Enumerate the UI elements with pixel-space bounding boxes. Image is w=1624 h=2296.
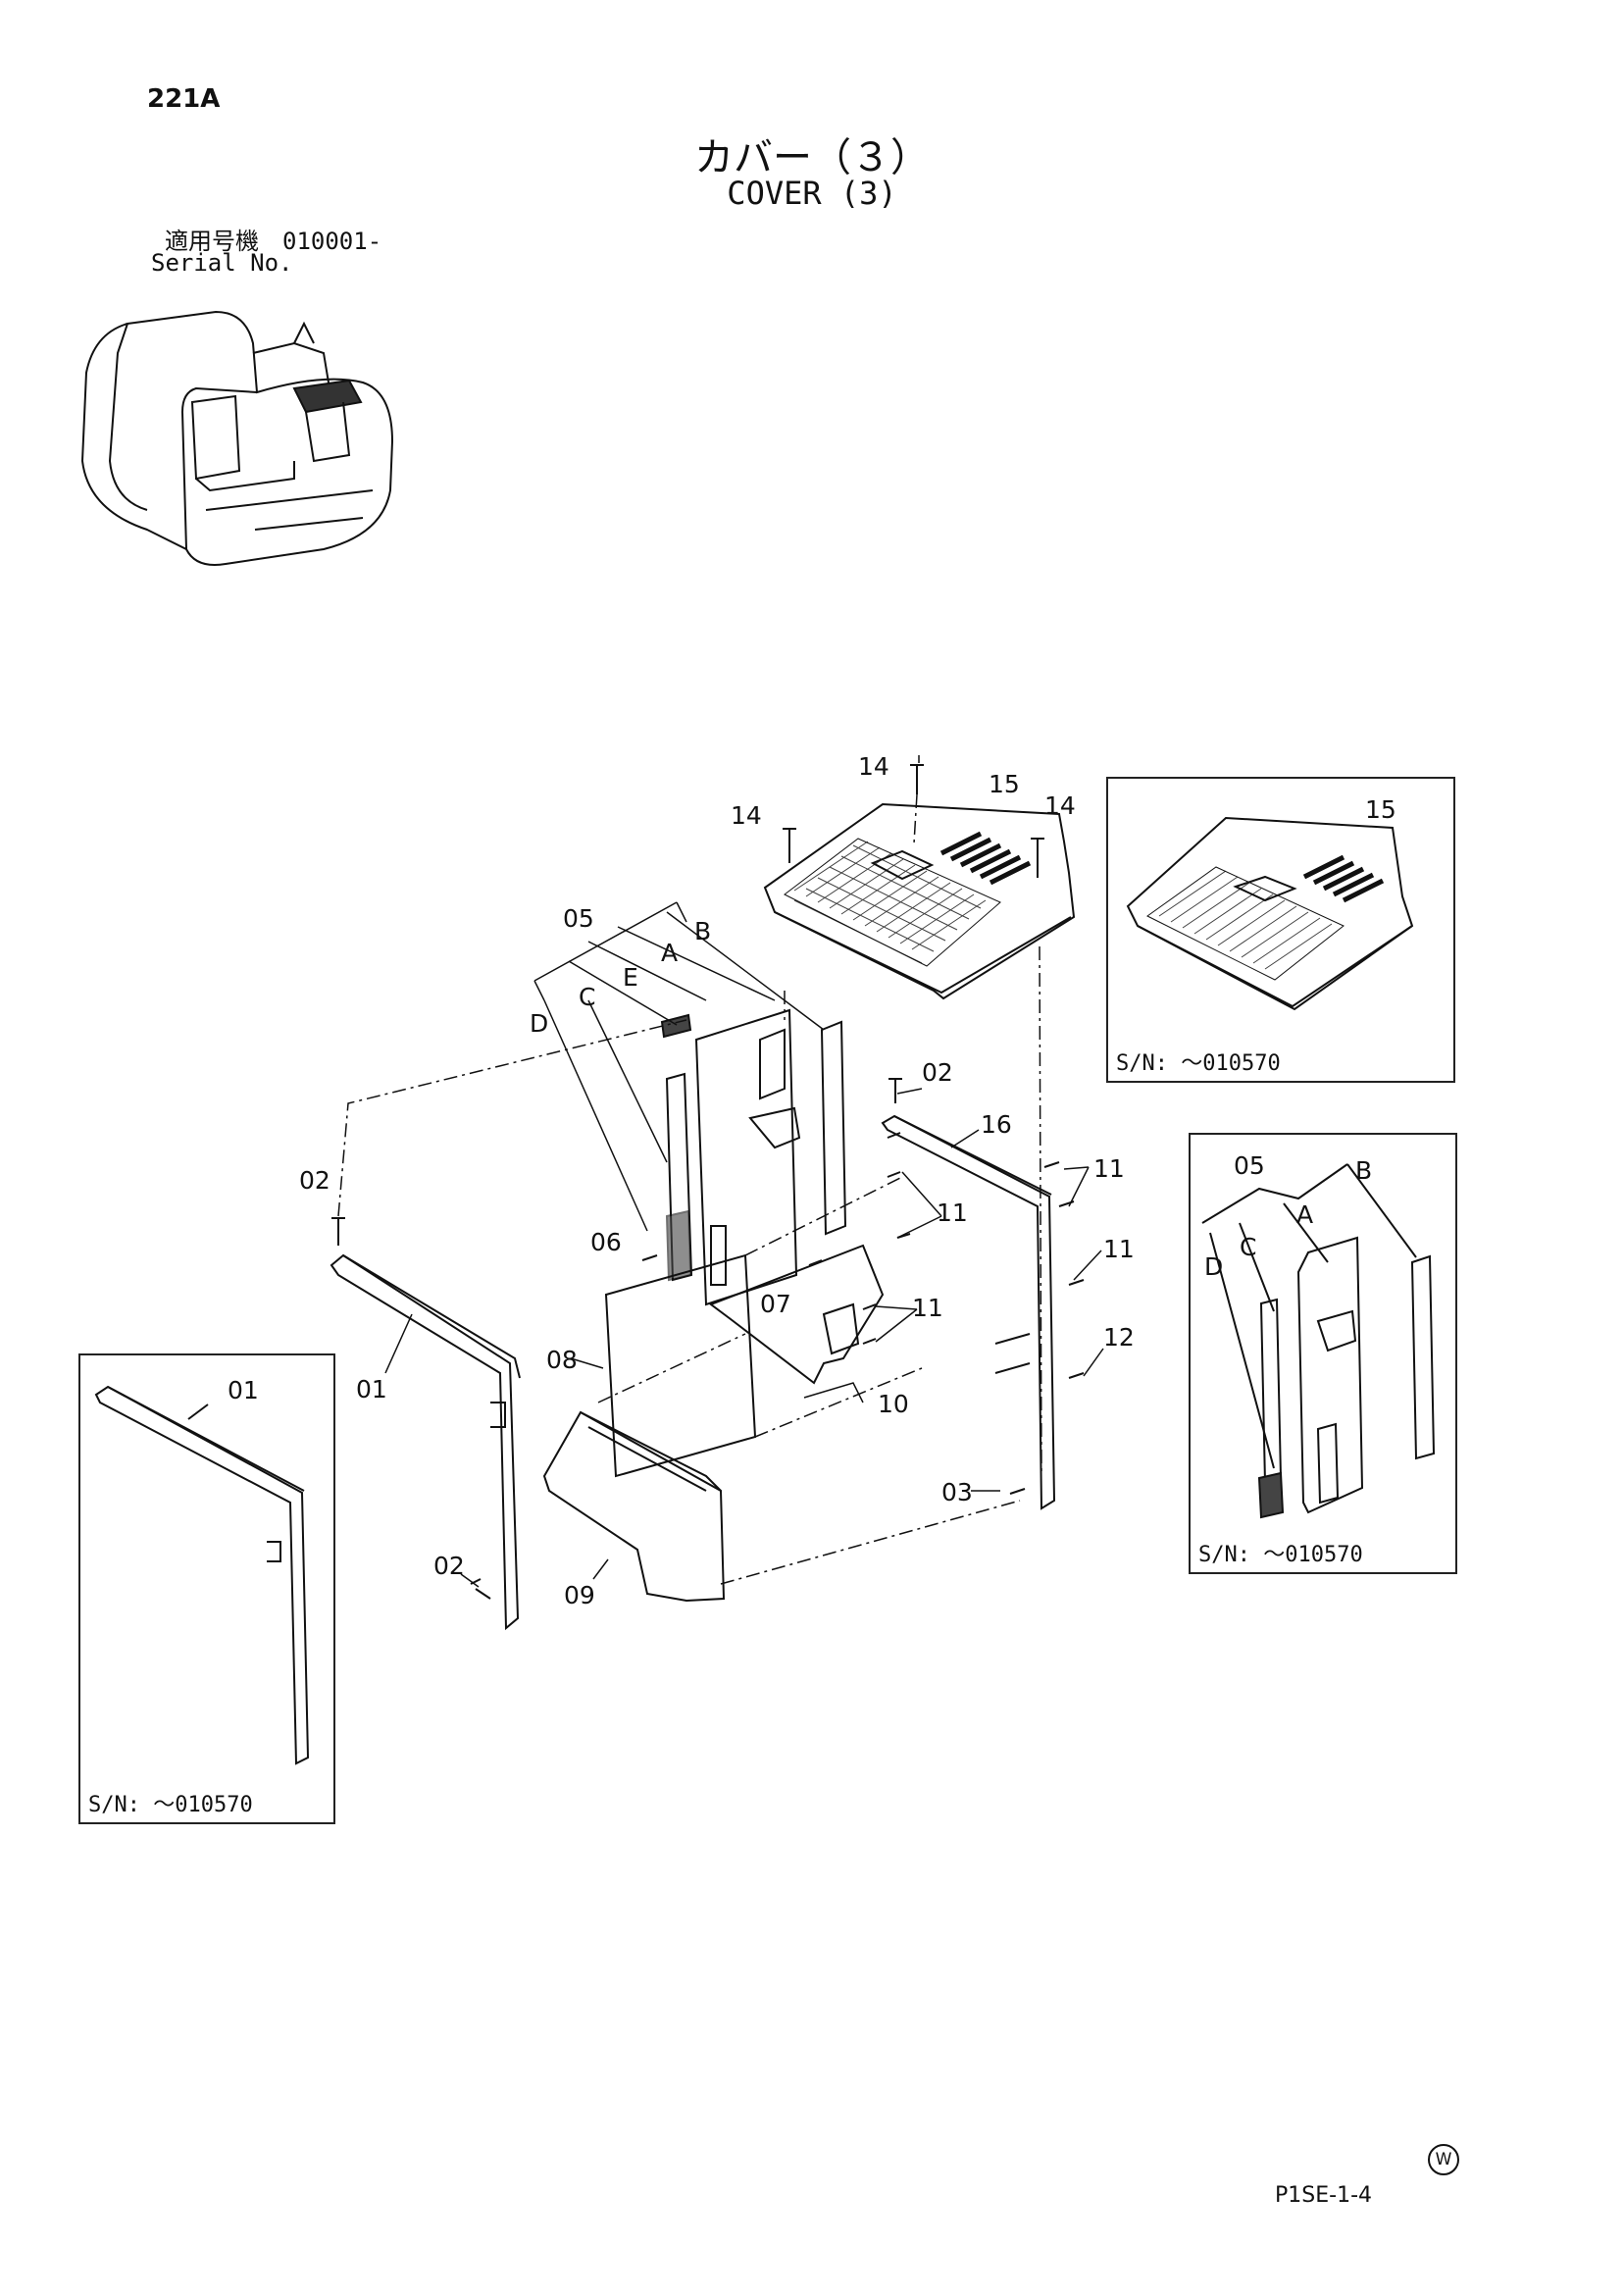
callout-leaders (384, 755, 1104, 1588)
inset-frame-drawing: 01 (94, 1376, 310, 1765)
callout-10: 10 (878, 1390, 909, 1418)
document-code: P1SE-1-4 (1275, 2183, 1372, 2208)
inset-callout-15: 15 (1365, 795, 1396, 824)
fastener-bolts (331, 1078, 1085, 1600)
page-title-japanese: カバー（３） (694, 135, 930, 180)
callout-14-top: 14 (858, 752, 889, 781)
callout-a: A (661, 939, 678, 967)
serial-range-japanese: 適用号機 010001- (165, 228, 382, 255)
callout-d: D (530, 1009, 548, 1038)
part-10-bracket (708, 1244, 885, 1385)
callout-16: 16 (981, 1110, 1012, 1139)
callout-labels: 14 14 14 15 05 A B C D E 02 02 02 16 11 … (299, 752, 1135, 1609)
callout-09: 09 (564, 1581, 595, 1609)
part-08-plate (604, 1253, 757, 1478)
callout-03: 03 (941, 1478, 973, 1506)
callout-c: C (579, 983, 595, 1011)
inset-top-cover: 15 S/N: ～010570 (1106, 777, 1455, 1083)
callout-15: 15 (989, 770, 1020, 798)
inset-frame-serial: S/N: ～010570 (88, 1793, 253, 1817)
part-15-top-cover (763, 802, 1076, 1000)
part-16-rear-frame (881, 1114, 1056, 1510)
alignment-lines (337, 793, 1042, 1585)
inset-bracket-drawing: 05 A B C D (1201, 1151, 1436, 1519)
inset-callout-b: B (1355, 1156, 1372, 1185)
callout-02-left: 02 (299, 1166, 330, 1195)
callout-02-bottom: 02 (433, 1552, 465, 1580)
callout-11-b: 11 (937, 1199, 968, 1227)
callout-b: B (694, 917, 711, 945)
page-title-english: COVER (3) (727, 175, 897, 212)
serial-label-english: Serial No. (151, 249, 293, 277)
callout-11-d: 11 (912, 1294, 943, 1322)
inset-callout-c: C (1240, 1233, 1256, 1261)
callout-01: 01 (356, 1375, 387, 1403)
callout-12: 12 (1103, 1323, 1135, 1352)
part-09-lower-cover (542, 1410, 726, 1603)
page-number: 221A (147, 84, 221, 114)
callout-02-center: 02 (922, 1058, 953, 1087)
callout-14-right: 14 (1044, 791, 1076, 820)
inset-support-frame: 01 S/N: ～010570 (78, 1353, 335, 1824)
callout-06: 06 (590, 1228, 622, 1256)
inset-callout-d: D (1204, 1252, 1223, 1281)
inset-top-cover-drawing: 15 (1126, 795, 1414, 1011)
callout-14-left: 14 (731, 801, 762, 830)
part-01-support-frame (330, 1253, 521, 1631)
callout-05: 05 (563, 904, 594, 933)
excavator-location-sketch (80, 310, 394, 566)
inset-callout-a: A (1296, 1200, 1313, 1229)
inset-callout-01: 01 (228, 1376, 259, 1404)
inset-bracket-serial: S/N: ～010570 (1198, 1543, 1363, 1567)
callout-e: E (623, 963, 638, 992)
part-05-bracket-assembly (660, 1008, 847, 1306)
callout-08: 08 (546, 1346, 578, 1374)
callout-11-a: 11 (1093, 1154, 1125, 1183)
part-14-bolts (783, 764, 1044, 878)
callout-11-c: 11 (1103, 1235, 1135, 1263)
inset-callout-05: 05 (1234, 1151, 1265, 1180)
inset-top-cover-serial: S/N: ～010570 (1116, 1051, 1281, 1076)
inset-bracket-assembly: 05 A B C D S/N: ～010570 (1189, 1133, 1457, 1574)
callout-07: 07 (760, 1290, 791, 1318)
watermark-logo: W (1428, 2144, 1459, 2175)
